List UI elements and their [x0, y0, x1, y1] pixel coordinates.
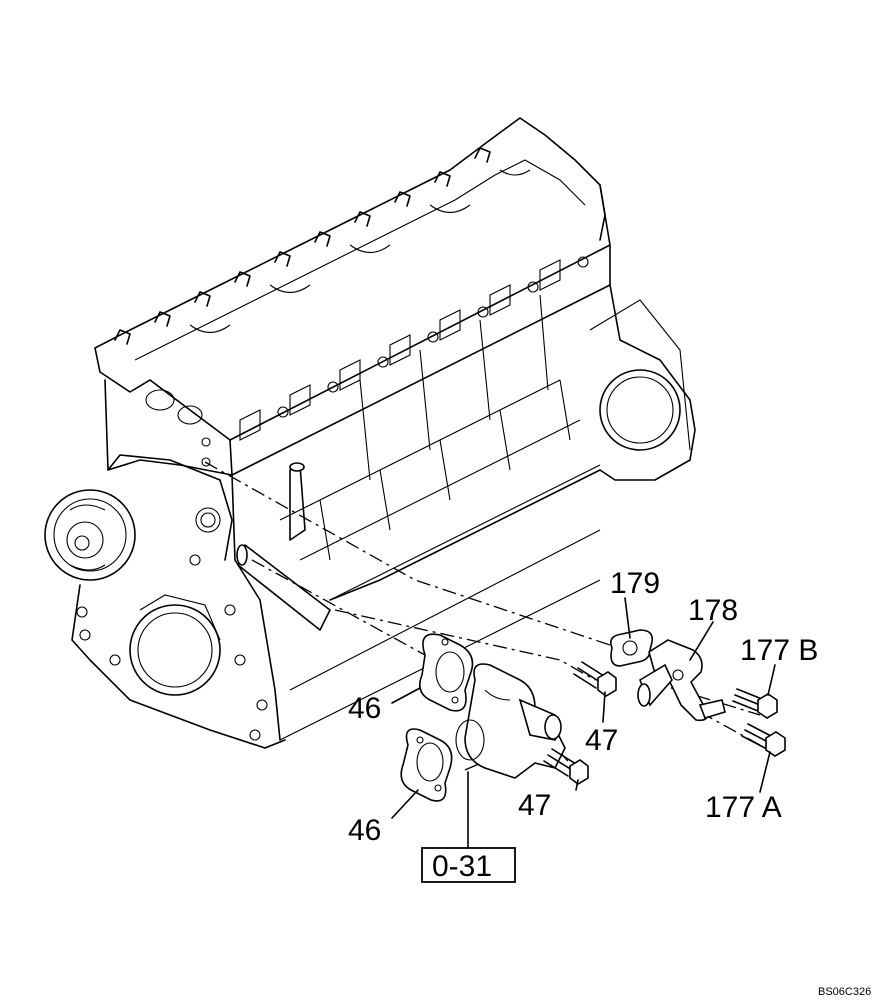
gasket-179-part	[609, 629, 654, 667]
reference-box-label: 0-31	[432, 850, 492, 883]
reference-box-frame	[421, 847, 516, 883]
callout-leader-lines	[391, 597, 776, 851]
label-177a: 177 A	[705, 791, 782, 824]
bolt-47-upper-part	[573, 661, 617, 697]
label-46-lower: 46	[348, 814, 381, 847]
drawing-code: BS06C326	[818, 986, 871, 998]
label-46-upper: 46	[348, 692, 381, 725]
bolt-177a-part	[741, 723, 786, 757]
label-179: 179	[610, 567, 660, 600]
label-177b: 177 B	[740, 634, 818, 667]
gasket-46-lower-part	[400, 728, 453, 802]
bolt-47-lower-part	[543, 748, 589, 785]
label-47-lower: 47	[518, 789, 551, 822]
label-47-upper: 47	[585, 724, 618, 757]
water-outlet-housing-part	[455, 663, 566, 779]
water-pipe-178-part	[637, 639, 726, 722]
engine-block-illustration	[44, 117, 696, 749]
label-178: 178	[688, 594, 738, 627]
gasket-46-upper-part	[419, 633, 474, 712]
